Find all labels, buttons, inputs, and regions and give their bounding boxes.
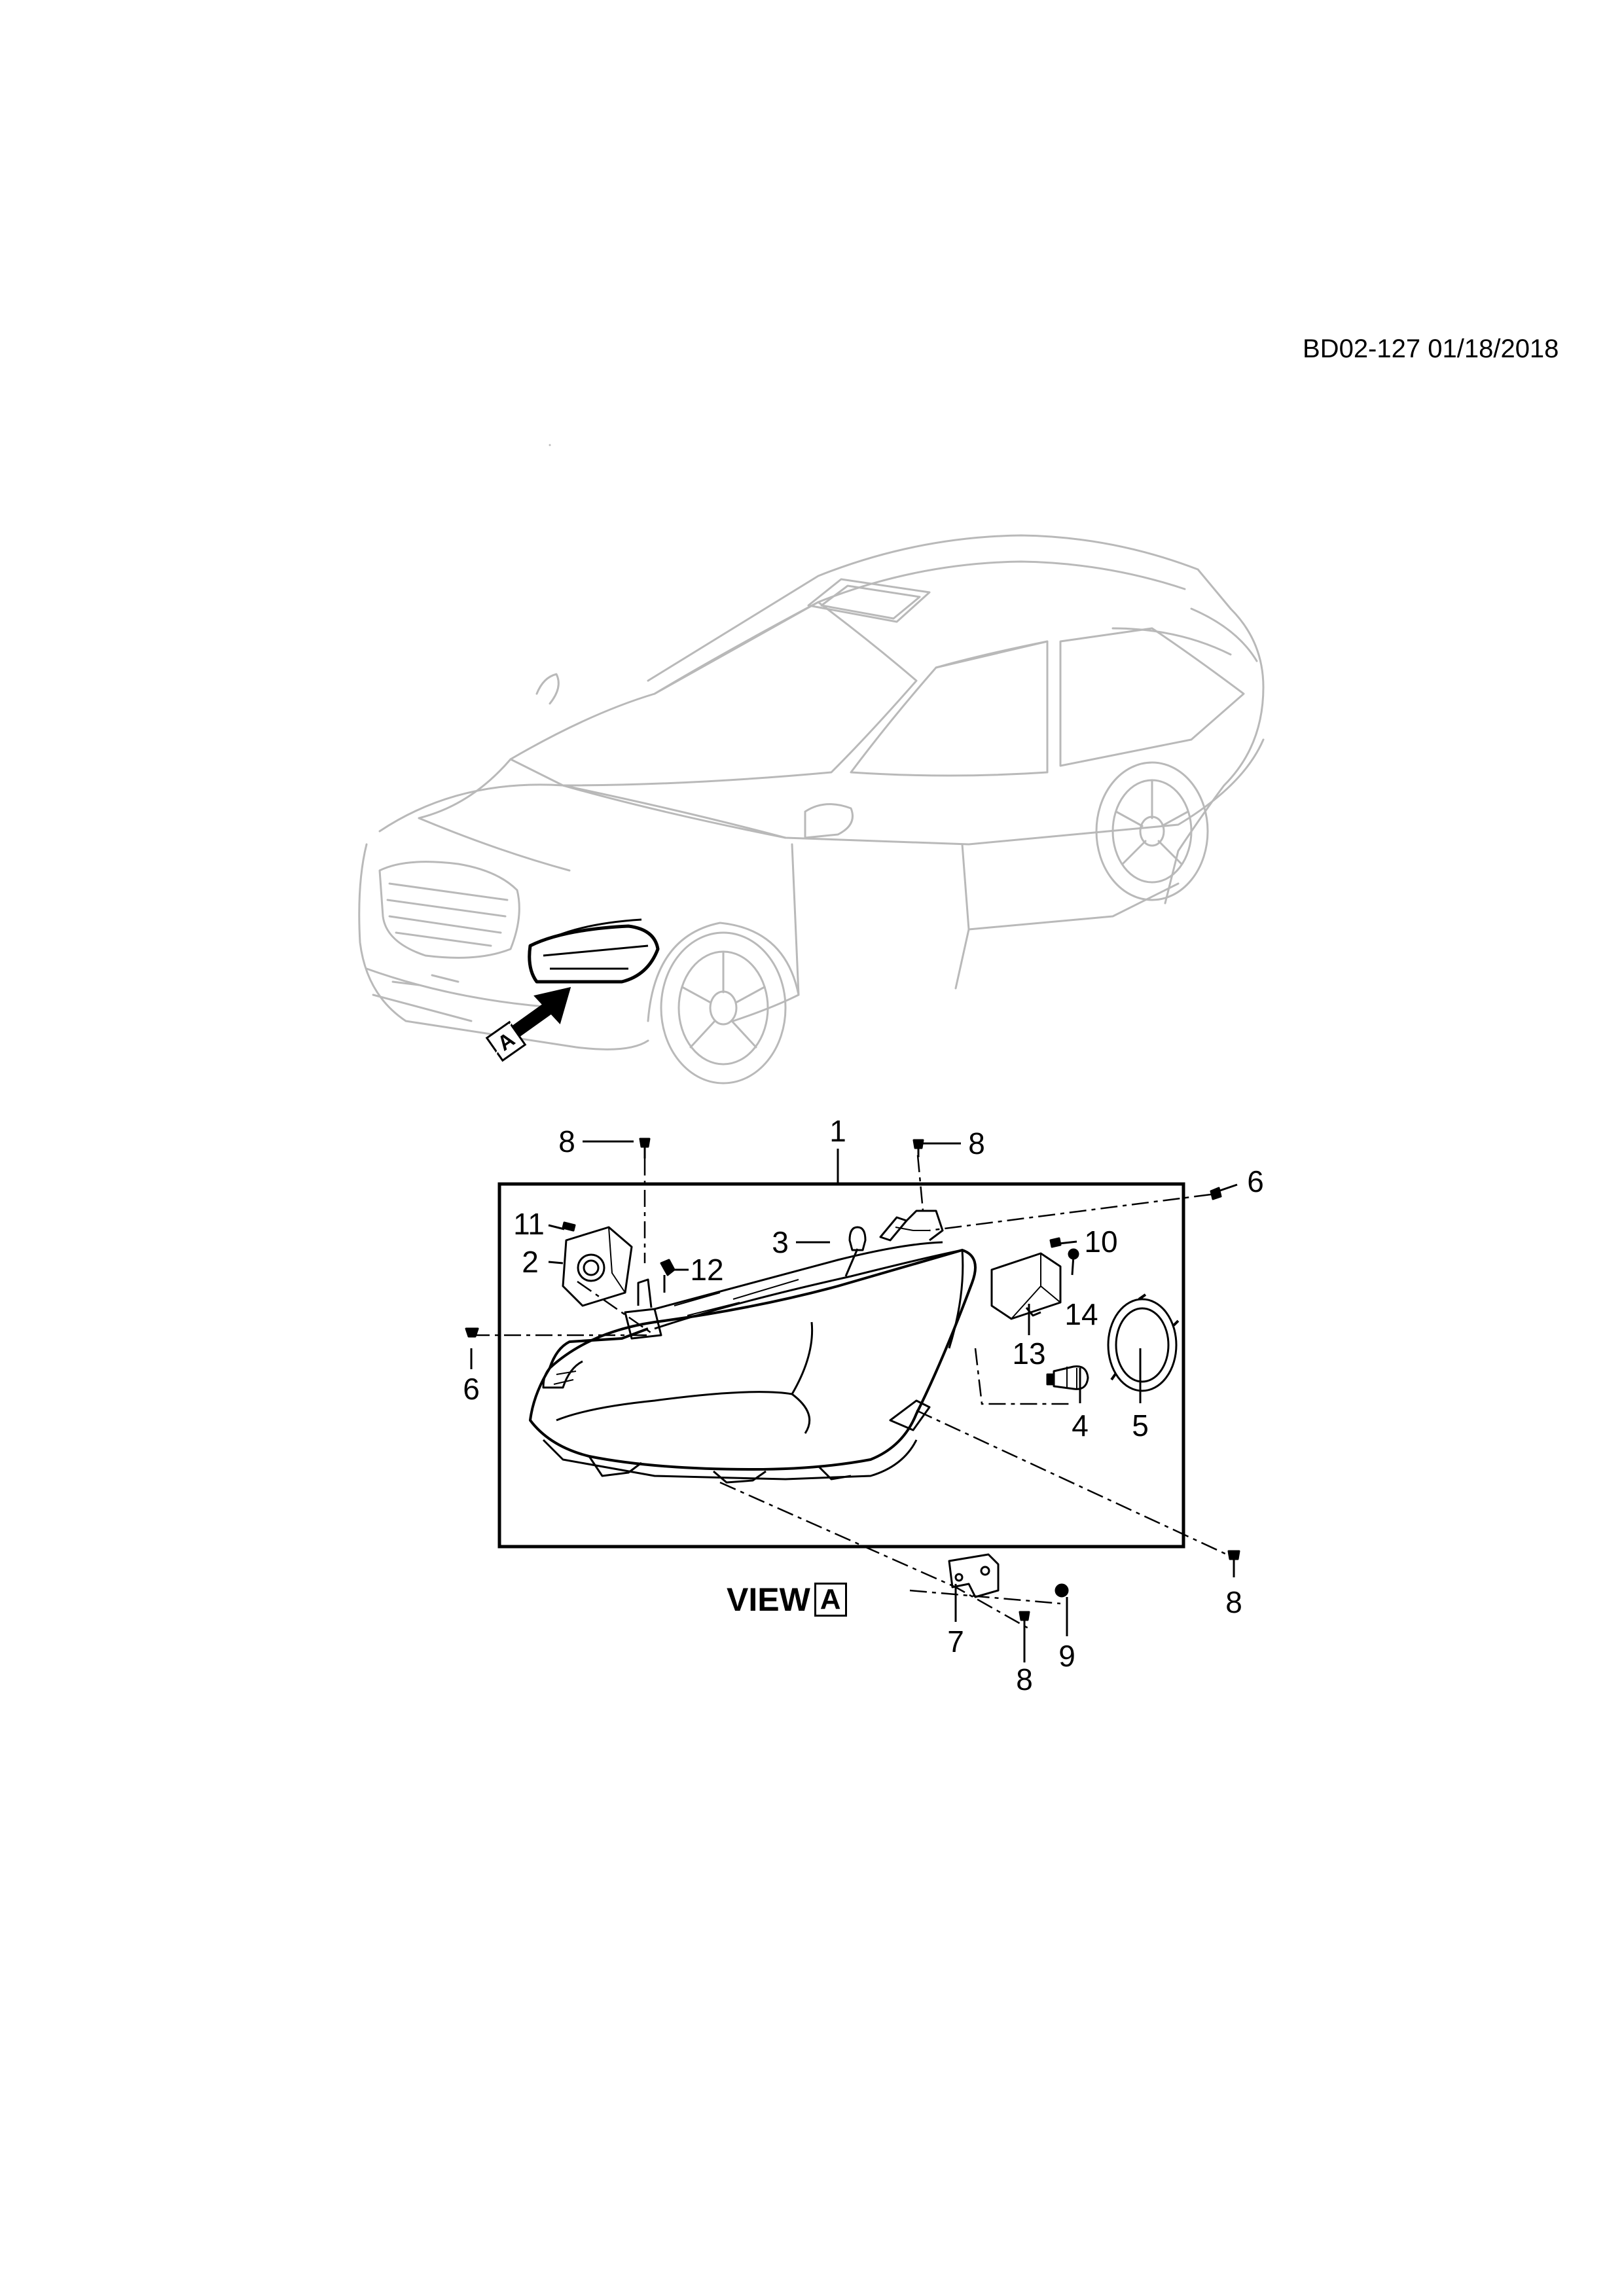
callout-8-top-left: 8 xyxy=(558,1124,575,1158)
view-label-prefix: VIEW xyxy=(727,1581,810,1619)
callout-8-top-right: 8 xyxy=(968,1126,985,1160)
component-parts xyxy=(465,1138,1240,1623)
callout-6-left: 6 xyxy=(463,1372,480,1406)
callout-2: 2 xyxy=(522,1245,539,1279)
callout-11: 11 xyxy=(513,1207,545,1241)
callout-7: 7 xyxy=(947,1624,964,1659)
callout-10: 10 xyxy=(1084,1225,1118,1259)
vehicle-illustration xyxy=(358,444,1265,1085)
assembly-dash-lines xyxy=(473,1155,1235,1631)
view-a-label: VIEW A xyxy=(727,1583,847,1617)
diagram-reference-code: BD02-127 01/18/2018 xyxy=(1303,334,1559,363)
headlamp-assembly xyxy=(529,1210,977,1484)
callout-3: 3 xyxy=(772,1225,789,1259)
vehicle-headlamp-highlight xyxy=(528,918,660,984)
view-a-frame xyxy=(497,1182,1185,1549)
leader-lines xyxy=(470,1140,1238,1662)
callout-4: 4 xyxy=(1072,1408,1089,1443)
view-label-marker: A xyxy=(814,1583,847,1617)
callout-13: 13 xyxy=(1012,1336,1046,1371)
callout-14: 14 xyxy=(1064,1297,1098,1331)
callout-12: 12 xyxy=(690,1253,724,1287)
view-a-arrow-icon xyxy=(485,986,571,1062)
callout-8-right: 8 xyxy=(1225,1585,1242,1619)
callout-5: 5 xyxy=(1132,1408,1149,1443)
callout-9: 9 xyxy=(1058,1639,1075,1673)
callout-6-right: 6 xyxy=(1247,1164,1264,1198)
callout-8-bottom: 8 xyxy=(1016,1662,1033,1696)
callout-1: 1 xyxy=(829,1114,846,1148)
